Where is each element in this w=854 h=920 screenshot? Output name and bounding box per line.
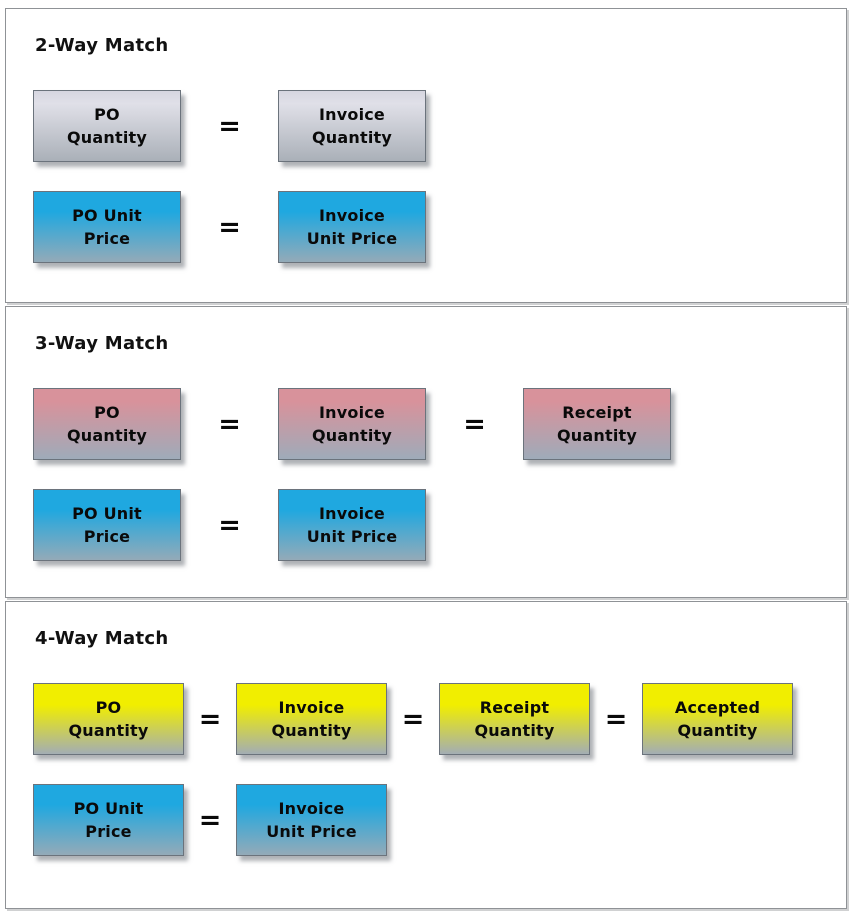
po-unit-price-box: PO Unit Price [33,191,181,263]
box-label-line: Unit Price [266,822,357,841]
equals-sign: = [218,211,241,243]
box-label-line: Receipt [562,403,632,422]
po-quantity-box: PO Quantity [33,683,184,755]
equals-sign: = [218,509,241,541]
box-label-line: Unit Price [306,527,398,546]
invoice-unit-price-box: Invoice Unit Price [278,191,426,263]
section-3-way-match: 3-Way Match PO Quantity = Invoice Quanti… [5,306,847,598]
box-label-line: Invoice [278,799,345,818]
box-label-line: PO [95,698,122,717]
invoice-unit-price-box: Invoice Unit Price [278,489,426,561]
invoice-quantity-box: Invoice Quantity [278,90,426,162]
equals-sign: = [218,408,241,440]
po-unit-price-box: PO Unit Price [33,489,181,561]
box-label-line: Price [85,822,132,841]
box-label-line: PO Unit [72,504,142,523]
quantity-match-row: PO Quantity = Invoice Quantity = Receipt… [33,683,846,755]
price-match-row: PO Unit Price = Invoice Unit Price [33,784,846,856]
invoice-quantity-box: Invoice Quantity [236,683,387,755]
box-label-line: Quantity [557,426,637,445]
box-label-line: PO Unit [73,799,144,818]
equals-sign: = [218,110,241,142]
box-label-line: Accepted [674,698,761,717]
po-quantity-box: PO Quantity [33,388,181,460]
equals-sign: = [401,703,425,735]
box-label-line: Invoice [319,403,385,422]
receipt-quantity-box: Receipt Quantity [523,388,671,460]
invoice-quantity-box: Invoice Quantity [278,388,426,460]
match-rules-diagram: 2-Way Match PO Quantity = Invoice Quanti… [5,8,847,912]
quantity-match-row: PO Quantity = Invoice Quantity = Receipt… [33,388,846,460]
section-title: 4-Way Match [35,628,169,649]
box-label-line: Quantity [474,721,555,740]
box-label-line: Quantity [67,128,147,147]
equals-sign: = [463,408,486,440]
equals-sign: = [198,703,222,735]
box-label-line: Quantity [68,721,149,740]
box-label-line: Invoice [319,504,385,523]
po-unit-price-box: PO Unit Price [33,784,184,856]
box-label-line: Price [83,527,131,546]
box-label-line: Price [83,229,131,248]
box-label-line: PO [94,403,120,422]
box-label-line: Quantity [271,721,352,740]
equals-sign: = [198,804,222,836]
receipt-quantity-box: Receipt Quantity [439,683,590,755]
invoice-unit-price-box: Invoice Unit Price [236,784,387,856]
po-quantity-box: PO Quantity [33,90,181,162]
box-label-line: PO [94,105,120,124]
box-label-line: Quantity [312,426,392,445]
box-label-line: Quantity [677,721,758,740]
section-title: 3-Way Match [35,333,169,354]
box-label-line: Quantity [67,426,147,445]
box-label-line: Quantity [312,128,392,147]
section-2-way-match: 2-Way Match PO Quantity = Invoice Quanti… [5,8,847,303]
price-match-row: PO Unit Price = Invoice Unit Price [33,191,846,263]
section-title: 2-Way Match [35,35,169,56]
box-label-line: Unit Price [306,229,398,248]
price-match-row: PO Unit Price = Invoice Unit Price [33,489,846,561]
box-label-line: Invoice [319,206,385,225]
section-4-way-match: 4-Way Match PO Quantity = Invoice Quanti… [5,601,847,909]
box-label-line: Invoice [278,698,345,717]
quantity-match-row: PO Quantity = Invoice Quantity [33,90,846,162]
equals-sign: = [604,703,628,735]
box-label-line: Invoice [319,105,385,124]
box-label-line: Receipt [479,698,550,717]
accepted-quantity-box: Accepted Quantity [642,683,793,755]
box-label-line: PO Unit [72,206,142,225]
